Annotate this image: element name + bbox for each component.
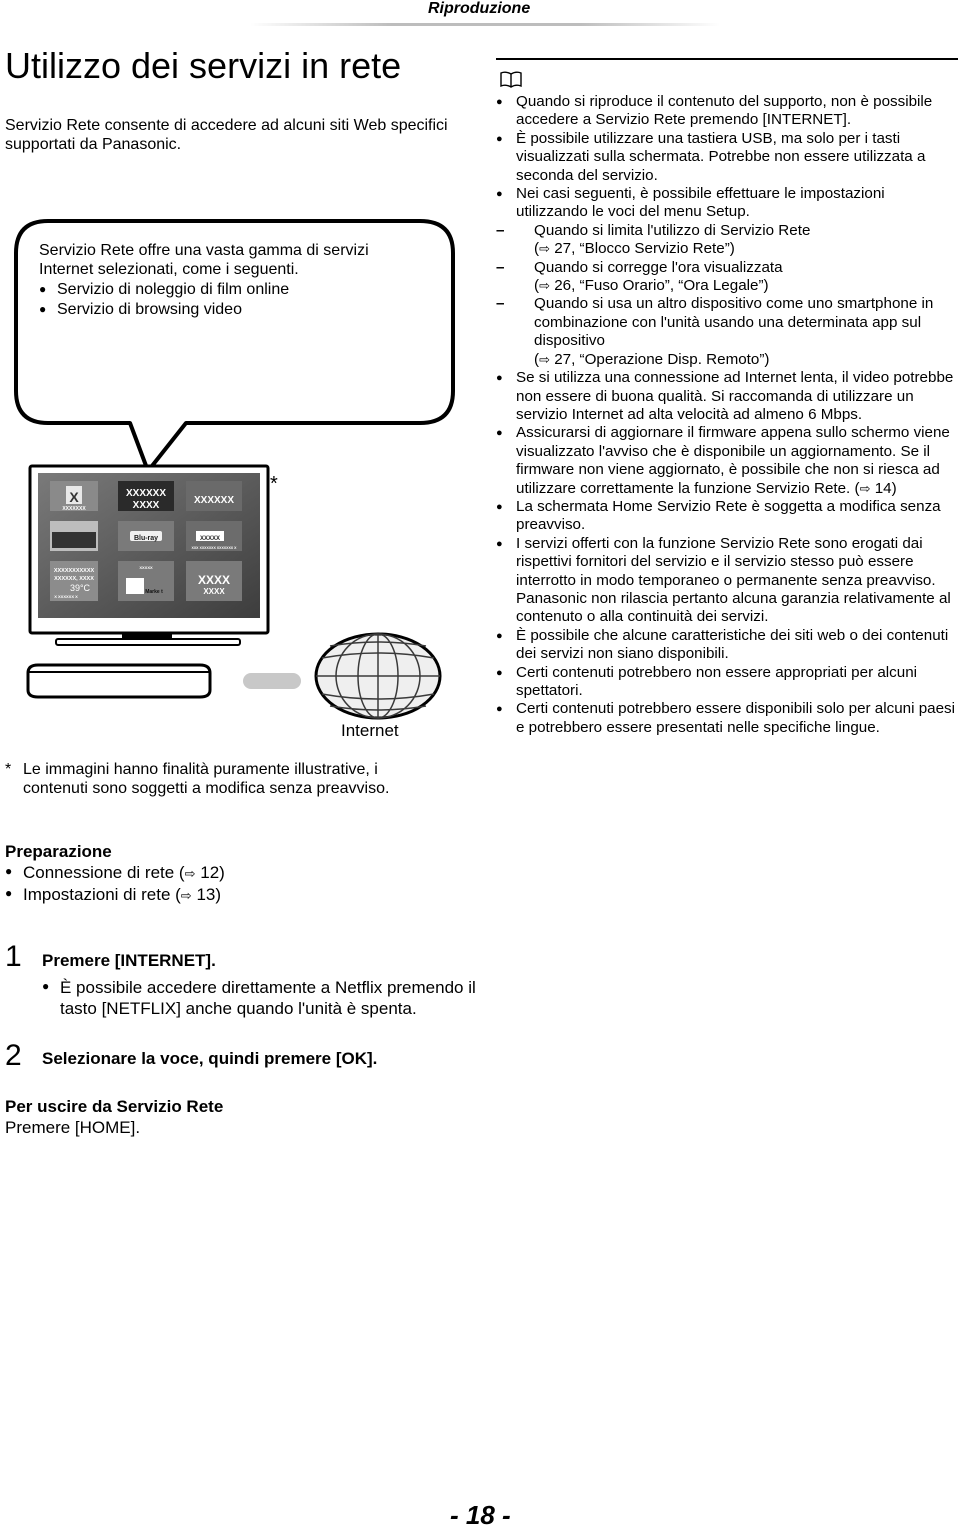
exit-text: Premere [HOME]. [5,1118,141,1137]
blu-ray-player-icon [26,663,212,699]
svg-text:Blu-ray: Blu-ray [134,535,158,542]
step-1-text: Premere [INTERNET]. [42,951,216,970]
exit-heading: Per uscire da Servizio Rete [5,1097,224,1116]
tile-7-line1: XXXXXXXXXXX [54,568,95,574]
note-sub-3: Quando si usa un altro dispositivo come … [496,295,958,369]
tile-1-label: XXXXXXX [62,506,86,512]
note-sub-2: Quando si corregge l'ora visualizzata (⇨… [496,259,958,296]
tile-7-temperature: 39°C [70,583,91,593]
preparation-item-1: Connessione di rete (⇨ 12) [5,862,425,884]
note-sub-1: Quando si limita l'utilizzo di Servizio … [496,222,958,259]
preparation-heading: Preparazione [5,842,112,861]
notes-list: Quando si riproduce il contenuto del sup… [496,93,958,737]
step-1-number: 1 [5,940,22,973]
page-ref-arrow-icon: ⇨ [539,278,550,294]
page-ref-arrow-icon: ⇨ [539,351,550,367]
bubble-text: Servizio Rete offre una vasta gamma di s… [39,241,449,319]
tile-9-line1: XXXX [198,573,230,587]
bubble-line-1: Servizio Rete offre una vasta gamma di s… [39,242,369,259]
page-title: Utilizzo dei servizi in rete [5,45,402,86]
section-header: Riproduzione [428,0,531,17]
step-1-note: È possibile accedere direttamente a Netf… [42,977,480,1019]
internet-label: Internet [341,721,399,740]
note-item-7: I servizi offerti con la funzione Serviz… [496,535,958,627]
page-ref-arrow-icon: ⇨ [539,241,550,257]
step-2-text: Selezionare la voce, quindi premere [OK]… [42,1049,378,1068]
footnote-text: Le immagini hanno finalità puramente ill… [23,761,390,797]
note-item-10: Certi contenuti potrebbero essere dispon… [496,700,958,737]
globe-icon [314,632,442,720]
step-2-number: 2 [5,1039,22,1072]
tv-icon [28,464,270,646]
tile-2-line1: XXXXXX [126,488,166,499]
page-ref-arrow-icon: ⇨ [859,480,871,496]
connection-bar [243,673,301,689]
note-item-3: Nei casi seguenti, è possibile effettuar… [496,185,958,222]
bubble-item-1: Servizio di noleggio di film online [39,280,449,299]
footnote-mark: * [5,761,12,778]
note-item-6: La schermata Home Servizio Rete è sogget… [496,498,958,535]
tile-7-small: X XXXXXX X [54,594,78,599]
preparation-item-2: Impostazioni di rete (⇨ 13) [5,884,425,906]
exit-section: Per uscire da Servizio Rete Premere [HOM… [5,1096,223,1138]
tile-6-sub: XXX XXXXXXX XXXXXXX X [192,546,238,550]
tile-8-label: Marke t [145,589,163,595]
note-item-2: È possibile utilizzare una tastiera USB,… [496,130,958,185]
preparation-section: Preparazione Connessione di rete (⇨ 12) … [5,841,425,906]
note-item-5: Assicurarsi di aggiornare il firmware ap… [496,424,958,498]
tile-8-top: XXXXX [139,565,153,570]
tile-9-line2: XXXX [203,587,225,596]
header-divider [250,23,720,26]
note-item-8: È possibile che alcune caratteristiche d… [496,627,958,664]
illustration-asterisk: * [270,473,278,495]
notes-divider [496,58,958,60]
tile-7-line2: XXXXXX, XXXX [54,576,94,582]
book-note-icon [500,71,522,88]
bubble-item-2: Servizio di browsing video [39,300,449,319]
tile-6-label: XXXXX [200,536,220,542]
page-ref-arrow-icon: ⇨ [184,866,196,881]
tv-screen-labels: X XXXXXXX XXXXXX XXXX XXXXXX Blu-ray XXX… [54,488,238,599]
svg-text:X: X [69,489,79,505]
note-item-1: Quando si riproduce il contenuto del sup… [496,93,958,130]
bubble-line-2: Internet selezionati, come i seguenti. [39,261,299,278]
note-item-4: Se si utilizza una connessione ad Intern… [496,369,958,424]
intro-text: Servizio Rete consente di accedere ad al… [5,117,448,153]
note-item-9: Certi contenuti potrebbero non essere ap… [496,664,958,701]
tile-2-line2: XXXX [133,500,160,511]
page-number: - 18 - [450,1500,511,1530]
page-ref-arrow-icon: ⇨ [180,888,192,903]
tile-3-label: XXXXXX [194,495,234,506]
